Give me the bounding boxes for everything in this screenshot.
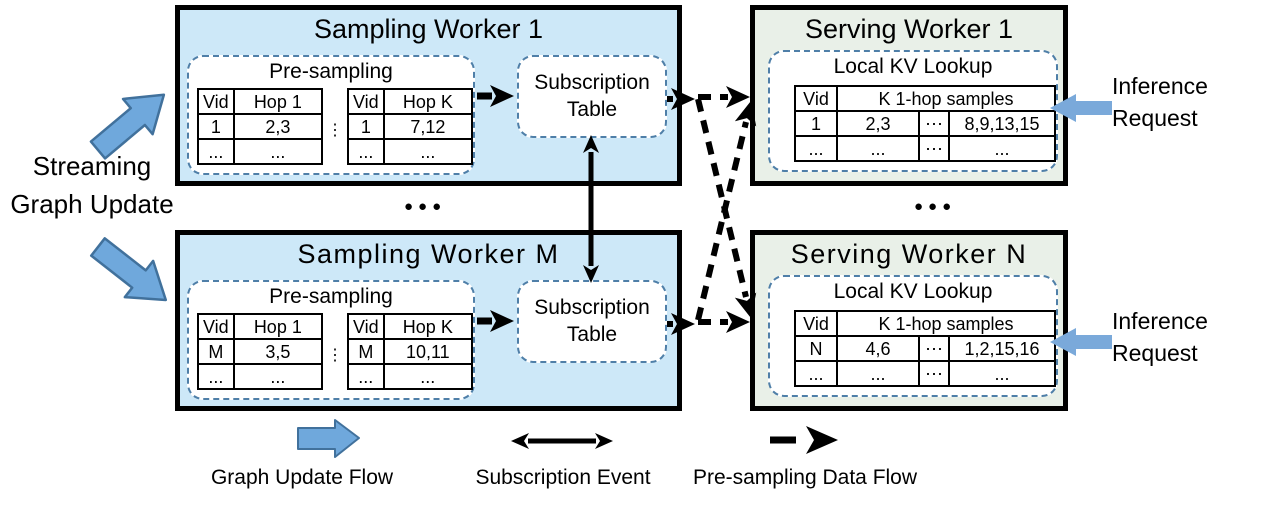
- kv-table: Vid K 1-hop samples N 4,6 ⋯ 1,2,15,16 ..…: [794, 310, 1056, 387]
- streaming-label-line2: Graph Update: [10, 188, 174, 219]
- cell: ...: [232, 138, 324, 165]
- inference-label-line2: Request: [1112, 340, 1198, 367]
- serving-worker-n-title: Serving Worker N: [790, 239, 1028, 269]
- subscription-table-box-1: Subscription Table: [517, 55, 667, 138]
- cell: ...: [382, 138, 474, 165]
- kv-table: Vid K 1-hop samples 1 2,3 ⋯ 8,9,13,15 ..…: [794, 85, 1056, 162]
- th-vid: Vid: [197, 313, 235, 340]
- cell: N: [794, 335, 838, 362]
- cell: ...: [948, 135, 1056, 162]
- cell: M: [197, 338, 235, 365]
- subscription-label-line2: Table: [566, 322, 618, 346]
- cell: 1: [197, 113, 235, 140]
- th-hop1: Hop 1: [232, 313, 324, 340]
- cell: ...: [197, 138, 235, 165]
- cell: 1: [347, 113, 385, 140]
- th-vid: Vid: [347, 88, 385, 115]
- vertical-ellipsis: ⋮: [327, 346, 343, 364]
- streaming-graph-update-label: Streaming Graph Update: [2, 148, 182, 223]
- cell-ellipsis: ⋯: [918, 135, 950, 162]
- legend-presampling-arrowhead-icon: [806, 426, 838, 454]
- kv-lookup-box-n: Local KV Lookup Vid K 1-hop samples N 4,…: [768, 275, 1058, 397]
- cell-ellipsis: ⋯: [918, 335, 950, 362]
- presampling-title: Pre-sampling: [269, 285, 393, 308]
- cell: 3,5: [232, 338, 324, 365]
- graph-update-arrow-icon: [89, 237, 168, 302]
- kv-lookup-title: Local KV Lookup: [833, 55, 993, 78]
- inference-request-label-2: Inference Request: [1112, 305, 1272, 369]
- inference-label-line1: Inference: [1112, 73, 1208, 99]
- cell: ...: [794, 360, 838, 387]
- cell: ...: [836, 135, 920, 162]
- cell-ellipsis: ⋯: [918, 360, 950, 387]
- subscription-table-box-m: Subscription Table: [517, 280, 667, 363]
- cell: 2,3: [836, 110, 920, 137]
- subscription-label-line1: Subscription: [534, 71, 650, 95]
- presampling-dataflow-arrow-icon: [695, 100, 757, 321]
- cell: ...: [347, 363, 385, 390]
- serving-worker-n-box: Serving Worker N Local KV Lookup Vid K 1…: [750, 230, 1068, 411]
- cell: ...: [382, 363, 474, 390]
- th-vid: Vid: [347, 313, 385, 340]
- cell: 10,11: [382, 338, 474, 365]
- th-vid: Vid: [794, 310, 838, 337]
- cell: 4,6: [836, 335, 920, 362]
- serving-worker-1-title: Serving Worker 1: [804, 14, 1014, 44]
- cell: 2,3: [232, 113, 324, 140]
- th-hop1: Hop 1: [232, 88, 324, 115]
- th-hopk: Hop K: [382, 88, 474, 115]
- inference-request-label-1: Inference Request: [1112, 70, 1272, 134]
- cell: ...: [232, 363, 324, 390]
- th-vid: Vid: [197, 88, 235, 115]
- th-vid: Vid: [794, 85, 838, 112]
- legend-presampling-data-flow-label: Pre-sampling Data Flow: [692, 466, 918, 489]
- cell: 7,12: [382, 113, 474, 140]
- legend-graph-update-arrow-icon: [297, 419, 360, 458]
- cell: ...: [794, 135, 838, 162]
- presampling-dataflow-arrow-icon: [695, 98, 757, 319]
- presampling-title: Pre-sampling: [269, 60, 393, 83]
- vertical-ellipsis: ⋮: [327, 121, 343, 139]
- inference-label-line1: Inference: [1112, 308, 1208, 334]
- subscription-label-line1: Subscription: [534, 296, 650, 320]
- cell: 8,9,13,15: [948, 110, 1056, 137]
- cell: 1,2,15,16: [948, 335, 1056, 362]
- streaming-label-line1: Streaming: [32, 151, 152, 181]
- legend-subscription-event-label: Subscription Event: [475, 466, 651, 489]
- cell: ...: [347, 138, 385, 165]
- th-samples: K 1-hop samples: [836, 310, 1056, 337]
- cell: M: [347, 338, 385, 365]
- inference-label-line2: Request: [1112, 105, 1198, 132]
- kv-lookup-box-1: Local KV Lookup Vid K 1-hop samples 1 2,…: [768, 50, 1058, 172]
- cell: ...: [197, 363, 235, 390]
- legend-graph-update-flow-label: Graph Update Flow: [210, 466, 394, 489]
- cell: ...: [836, 360, 920, 387]
- subscription-label-line2: Table: [566, 97, 618, 121]
- kv-lookup-title: Local KV Lookup: [833, 280, 993, 303]
- sampling-worker-m-title: Sampling Worker M: [297, 239, 560, 269]
- serving-workers-ellipsis: ●●●: [914, 198, 957, 215]
- cell: ...: [948, 360, 1056, 387]
- cell-ellipsis: ⋯: [918, 110, 950, 137]
- sampling-workers-ellipsis: ●●●: [404, 198, 447, 215]
- sampling-worker-1-title: Sampling Worker 1: [313, 14, 544, 44]
- th-hopk: Hop K: [382, 313, 474, 340]
- serving-worker-1-box: Serving Worker 1 Local KV Lookup Vid K 1…: [750, 5, 1068, 186]
- th-samples: K 1-hop samples: [836, 85, 1056, 112]
- cell: 1: [794, 110, 838, 137]
